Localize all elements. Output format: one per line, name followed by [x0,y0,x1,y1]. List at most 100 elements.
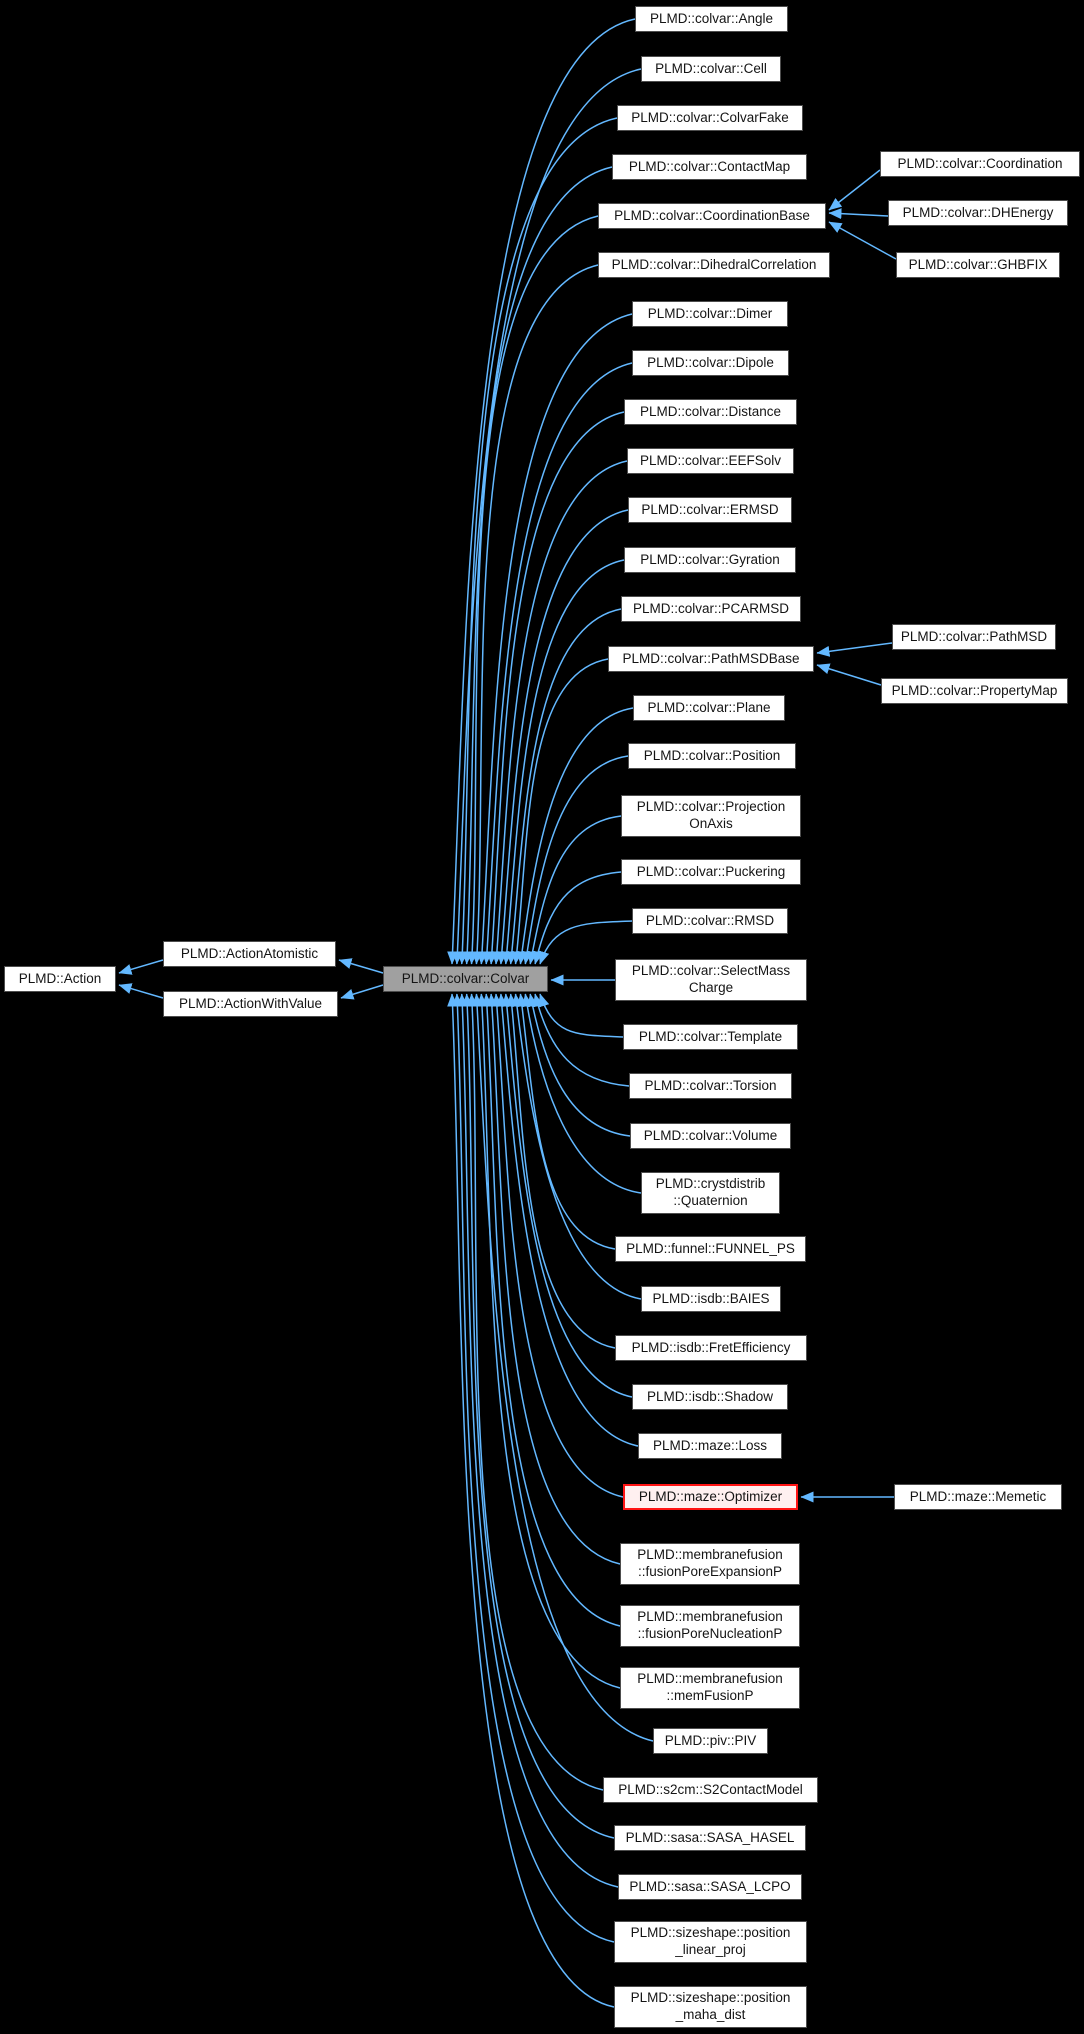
class-node-label: PLMD::crystdistrib ::Quaternion [655,1176,766,1208]
inheritance-edge-fusionporenucleationp-to-colvar [481,993,621,1627]
inheritance-edge-pcarmsd-to-colvar [506,608,622,965]
class-node-piv[interactable]: PLMD::piv::PIV [653,1728,768,1754]
class-node-label: PLMD::colvar::Projection OnAxis [636,799,786,831]
inheritance-edge-plane-to-colvar [516,707,634,965]
inheritance-edge-pathmsdbase-to-colvar [511,658,609,965]
inheritance-edge-pathmsd-to-pathmsdbase [816,642,893,657]
class-node-cell[interactable]: PLMD::colvar::Cell [641,56,781,82]
class-node-position-linear-proj[interactable]: PLMD::sizeshape::position _linear_proj [614,1921,807,1963]
inheritance-edge-rmsd-to-colvar [538,920,633,965]
class-node-position[interactable]: PLMD::colvar::Position [628,743,796,769]
class-node-label: PLMD::colvar::PathMSDBase [622,650,800,666]
class-node-gyration[interactable]: PLMD::colvar::Gyration [624,547,796,573]
class-node-label: PLMD::isdb::BAIES [652,1290,770,1306]
class-node-label: PLMD::colvar::Coordination [897,155,1063,171]
inheritance-edge-fretefficiency-to-colvar [506,993,616,1349]
class-node-label: PLMD::colvar::Distance [639,403,782,419]
class-node-fusionporenucleationp[interactable]: PLMD::membranefusion ::fusionPoreNucleat… [620,1605,800,1647]
class-node-label: PLMD::colvar::SelectMass Charge [631,963,791,995]
class-node-loss[interactable]: PLMD::maze::Loss [638,1433,782,1459]
class-node-label: PLMD::colvar::ColvarFake [631,109,789,125]
class-node-rmsd[interactable]: PLMD::colvar::RMSD [632,908,788,934]
class-node-dihedralcorrelation[interactable]: PLMD::colvar::DihedralCorrelation [598,252,830,278]
class-node-ermsd[interactable]: PLMD::colvar::ERMSD [628,497,792,523]
class-node-sasa-hasel[interactable]: PLMD::sasa::SASA_HASEL [614,1825,806,1851]
class-node-colvar[interactable]: PLMD::colvar::Colvar [383,966,548,992]
class-node-label: PLMD::colvar::Plane [647,699,771,715]
inheritance-edge-puckering-to-colvar [532,871,622,965]
class-node-actionwithvalue[interactable]: PLMD::ActionWithValue [163,991,338,1017]
class-node-propertymap[interactable]: PLMD::colvar::PropertyMap [881,678,1068,704]
class-node-label: PLMD::membranefusion ::fusionPoreExpansi… [637,1547,783,1579]
inheritance-edge-colvarfake-to-colvar [456,117,618,965]
class-node-plane[interactable]: PLMD::colvar::Plane [633,695,785,721]
class-node-angle[interactable]: PLMD::colvar::Angle [635,6,788,32]
class-node-label: PLMD::ActionAtomistic [180,945,319,961]
class-node-label: PLMD::isdb::Shadow [646,1388,774,1404]
class-node-coordination[interactable]: PLMD::colvar::Coordination [880,151,1080,177]
class-node-template[interactable]: PLMD::colvar::Template [623,1024,798,1050]
class-node-label: PLMD::colvar::Angle [649,10,774,26]
class-node-actionatomistic[interactable]: PLMD::ActionAtomistic [163,941,336,967]
class-node-contactmap[interactable]: PLMD::colvar::ContactMap [612,154,807,180]
class-node-volume[interactable]: PLMD::colvar::Volume [630,1123,791,1149]
class-node-label: PLMD::ActionWithValue [178,995,323,1011]
inheritance-edge-projectiononaxis-to-colvar [527,815,622,965]
class-node-label: PLMD::colvar::RMSD [645,912,775,928]
inheritance-edge-position-maha-dist-to-colvar [447,993,615,2008]
class-node-fusionporeexpansionp[interactable]: PLMD::membranefusion ::fusionPoreExpansi… [620,1543,800,1585]
class-node-puckering[interactable]: PLMD::colvar::Puckering [621,859,801,885]
class-node-label: PLMD::sasa::SASA_HASEL [625,1829,795,1845]
class-node-projectiononaxis[interactable]: PLMD::colvar::Projection OnAxis [621,795,801,837]
inheritance-edge-coordination-to-coordinationbase [828,169,881,211]
class-node-dhenergy[interactable]: PLMD::colvar::DHEnergy [888,200,1068,226]
inheritance-edge-cell-to-colvar [451,68,642,965]
class-node-eefsolv[interactable]: PLMD::colvar::EEFSolv [627,448,794,474]
class-node-label: PLMD::colvar::ERMSD [641,501,779,517]
inheritance-edge-gyration-to-colvar [501,559,625,965]
class-node-memfusionp[interactable]: PLMD::membranefusion ::memFusionP [620,1667,800,1709]
inheritance-edge-quaternion-to-colvar [521,993,642,1194]
inheritance-edge-ghbfix-to-coordinationbase [828,221,897,260]
class-node-dimer[interactable]: PLMD::colvar::Dimer [632,301,788,327]
inheritance-edge-loss-to-colvar [496,993,639,1447]
class-node-dipole[interactable]: PLMD::colvar::Dipole [632,350,789,376]
class-node-pathmsd[interactable]: PLMD::colvar::PathMSD [892,624,1056,650]
class-node-action[interactable]: PLMD::Action [4,966,116,992]
class-node-shadow[interactable]: PLMD::isdb::Shadow [632,1384,788,1410]
class-node-baies[interactable]: PLMD::isdb::BAIES [641,1286,781,1312]
inheritance-edge-coordinationbase-to-colvar [466,215,599,965]
class-node-label: PLMD::isdb::FretEfficiency [631,1339,791,1355]
inheritance-edge-optimizer-to-colvar [491,993,624,1498]
inheritance-edge-dihedralcorrelation-to-colvar [471,264,599,965]
class-node-label: PLMD::s2cm::S2ContactModel [618,1781,803,1797]
inheritance-edge-dhenergy-to-coordinationbase [828,208,889,220]
class-node-label: PLMD::maze::Memetic [909,1488,1047,1504]
class-node-position-maha-dist[interactable]: PLMD::sizeshape::position _maha_dist [614,1986,807,2028]
class-node-distance[interactable]: PLMD::colvar::Distance [624,399,797,425]
class-node-label: PLMD::colvar::DHEnergy [902,204,1054,220]
class-node-colvarfake[interactable]: PLMD::colvar::ColvarFake [617,105,803,131]
class-node-coordinationbase[interactable]: PLMD::colvar::CoordinationBase [598,203,826,229]
class-node-label: PLMD::colvar::PropertyMap [891,682,1058,698]
class-node-optimizer[interactable]: PLMD::maze::Optimizer [623,1484,798,1510]
class-node-label: PLMD::membranefusion ::memFusionP [637,1671,783,1703]
class-node-selectmasscharge[interactable]: PLMD::colvar::SelectMass Charge [615,959,807,1001]
class-node-quaternion[interactable]: PLMD::crystdistrib ::Quaternion [641,1172,780,1214]
class-node-sasa-lcpo[interactable]: PLMD::sasa::SASA_LCPO [618,1874,802,1900]
class-node-ghbfix[interactable]: PLMD::colvar::GHBFIX [896,252,1060,278]
class-node-memetic[interactable]: PLMD::maze::Memetic [894,1484,1062,1510]
inheritance-edge-distance-to-colvar [486,411,625,965]
class-node-pcarmsd[interactable]: PLMD::colvar::PCARMSD [621,596,801,622]
class-node-s2contactmodel[interactable]: PLMD::s2cm::S2ContactModel [603,1777,818,1803]
class-node-fretefficiency[interactable]: PLMD::isdb::FretEfficiency [615,1335,807,1361]
class-node-pathmsdbase[interactable]: PLMD::colvar::PathMSDBase [608,646,814,672]
inheritance-edge-torsion-to-colvar [532,993,630,1087]
class-node-label: PLMD::colvar::Volume [643,1127,778,1143]
class-node-label: PLMD::colvar::DihedralCorrelation [611,256,817,272]
class-node-funnel-ps[interactable]: PLMD::funnel::FUNNEL_PS [615,1236,806,1262]
class-node-label: PLMD::colvar::Position [643,747,781,763]
class-node-label: PLMD::maze::Optimizer [638,1488,783,1504]
class-node-torsion[interactable]: PLMD::colvar::Torsion [629,1073,792,1099]
